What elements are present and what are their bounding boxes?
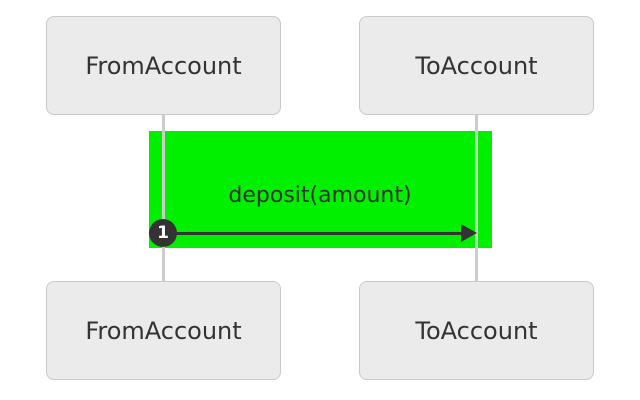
participant-label-fromaccount-top: FromAccount	[85, 51, 242, 80]
sequence-number-badge: 1	[149, 219, 177, 247]
participant-box-fromaccount-top: FromAccount	[46, 16, 281, 115]
participant-box-toaccount-bottom: ToAccount	[359, 281, 594, 380]
highlight-rect	[149, 131, 492, 248]
lifeline-toaccount	[475, 115, 478, 281]
participant-label-fromaccount-bottom: FromAccount	[85, 316, 242, 345]
message-arrow-line	[163, 232, 464, 235]
participant-label-toaccount-bottom: ToAccount	[415, 316, 538, 345]
lifeline-fromaccount	[162, 115, 165, 281]
participant-label-toaccount-top: ToAccount	[415, 51, 538, 80]
message-arrowhead-icon	[461, 224, 477, 242]
participant-box-toaccount-top: ToAccount	[359, 16, 594, 115]
participant-box-fromaccount-bottom: FromAccount	[46, 281, 281, 380]
message-label: deposit(amount)	[228, 183, 412, 208]
